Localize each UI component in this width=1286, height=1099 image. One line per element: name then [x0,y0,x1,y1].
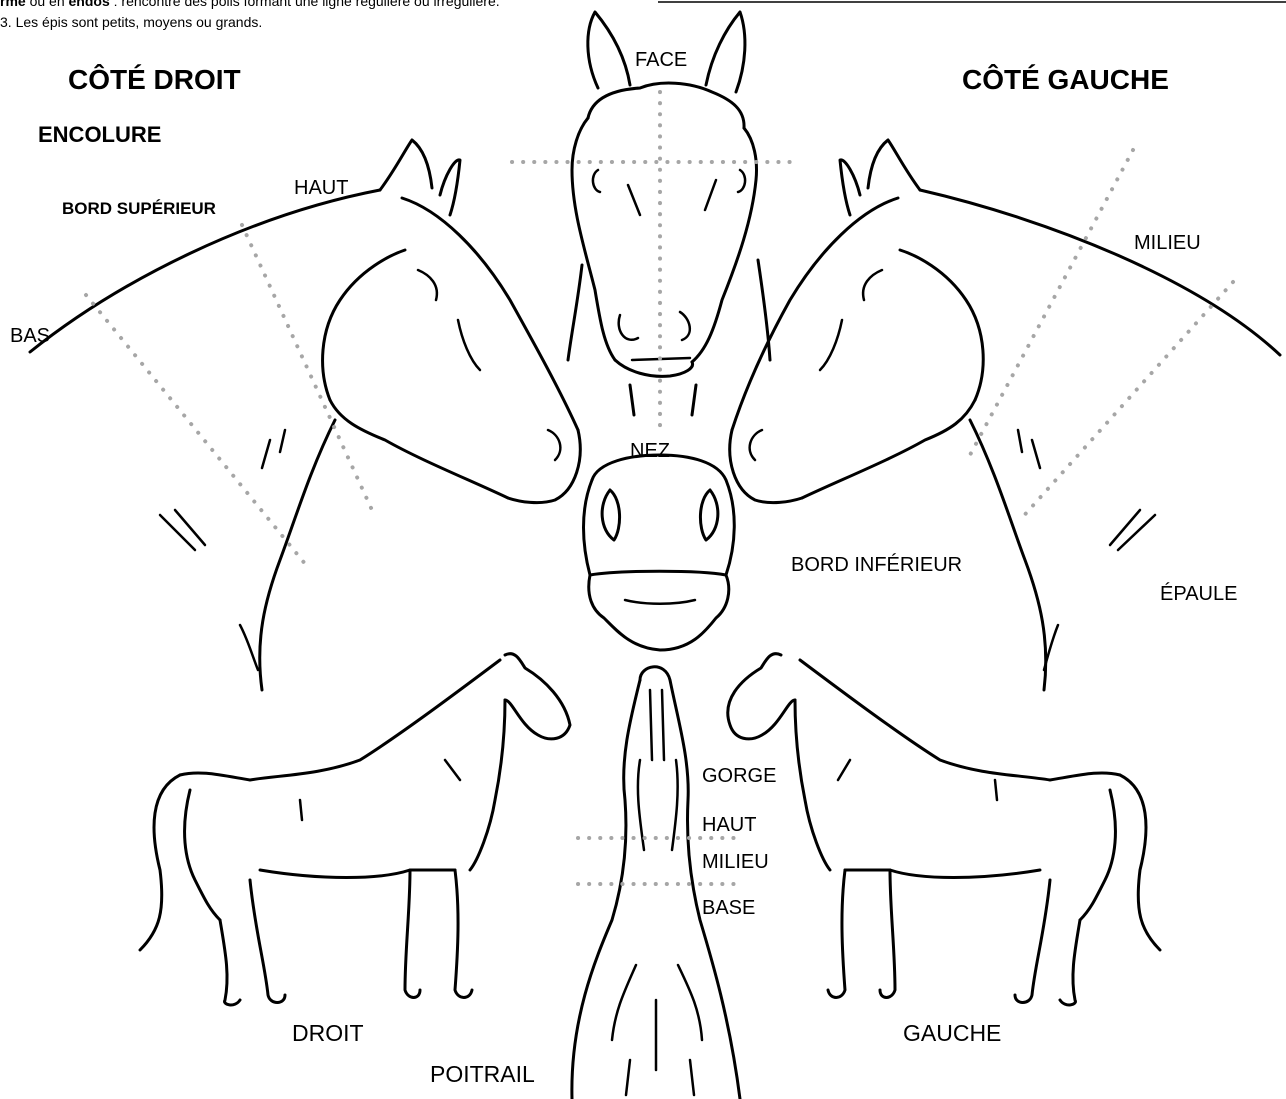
horse-head-right-drawing [30,140,580,690]
label-top-edge: BORD SUPÉRIEUR [62,200,216,217]
horse-head-left-drawing [730,140,1280,690]
label-epaule: ÉPAULE [1160,584,1237,604]
label-bas: BAS [10,326,50,346]
label-base: BASE [702,898,755,918]
section-neck: ENCOLURE [38,124,161,146]
dotted-guides [86,92,1233,884]
title-right-side: CÔTÉ DROIT [68,66,241,94]
label-nez: NEZ [630,441,670,461]
label-gauche: GAUCHE [903,1022,1001,1045]
label-gorge: GORGE [702,766,776,786]
title-left-side: CÔTÉ GAUCHE [962,66,1169,94]
horse-face-drawing [568,12,770,415]
horse-nose-drawing [584,455,735,650]
horse-body-right-drawing [140,654,570,1005]
header-line-1: rme ou en endos : rencontre des poils fo… [0,0,500,8]
label-haut-throat: HAUT [702,815,756,835]
label-face: FACE [635,50,687,70]
label-poitrail: POITRAIL [430,1063,535,1086]
label-haut-neck: HAUT [294,178,348,198]
label-bord-inferieur: BORD INFÉRIEUR [791,555,962,575]
label-droit: DROIT [292,1022,364,1045]
horse-body-left-drawing [728,654,1160,1005]
header-line-2: 3. Les épis sont petits, moyens ou grand… [0,15,262,29]
label-milieu-neck: MILIEU [1134,233,1201,253]
label-milieu-throat: MILIEU [702,852,769,872]
